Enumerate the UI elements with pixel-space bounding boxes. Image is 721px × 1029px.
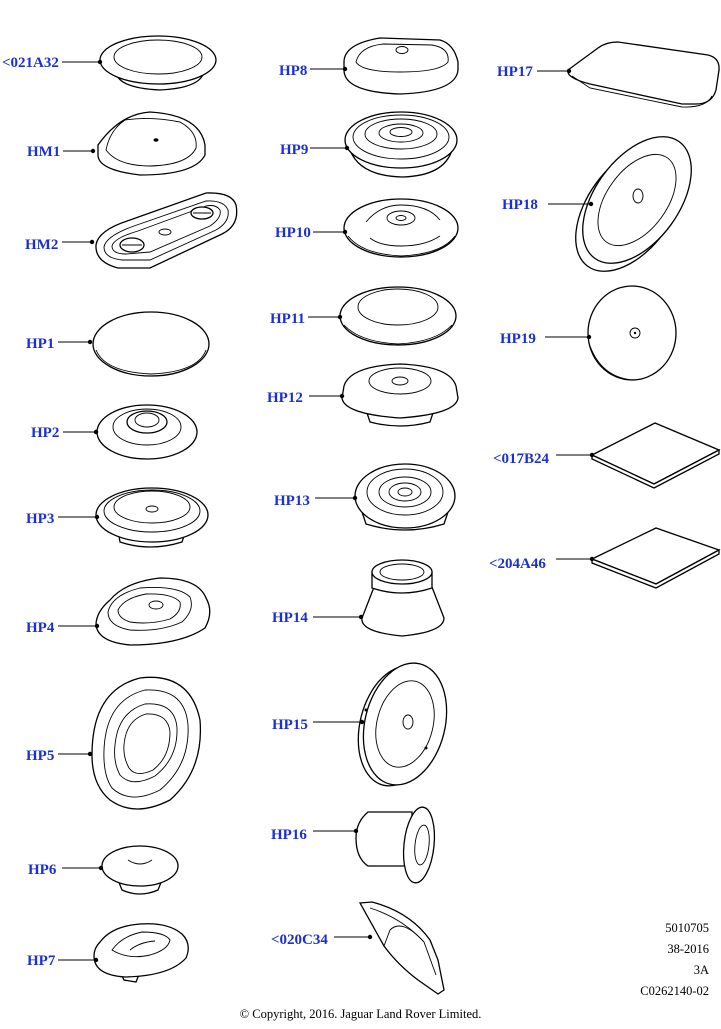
label-HP4[interactable]: HP4 <box>26 620 55 636</box>
label-HP11[interactable]: HP11 <box>270 311 306 327</box>
label-204A46[interactable]: <204A46 <box>489 556 546 572</box>
part-HP8-drawing <box>310 37 459 95</box>
part-HP12-drawing <box>309 363 459 427</box>
part-HP13-drawing <box>315 463 456 531</box>
label-HP10[interactable]: HP10 <box>275 225 311 241</box>
drawing-number: 5010705 <box>665 921 709 935</box>
part-HP6-drawing <box>62 845 179 895</box>
part-HP16-drawing <box>313 806 436 884</box>
part-HP7-drawing <box>58 923 189 983</box>
label-HP1[interactable]: HP1 <box>26 336 55 352</box>
label-HP5[interactable]: HP5 <box>26 748 55 764</box>
part-HP19-drawing <box>545 285 677 381</box>
label-017B24[interactable]: <017B24 <box>493 451 550 467</box>
part-HP2-drawing <box>63 404 198 460</box>
label-HP14[interactable]: HP14 <box>272 610 308 626</box>
label-020C34[interactable]: <020C34 <box>271 932 328 948</box>
label-HP2[interactable]: HP2 <box>31 425 60 441</box>
part-HM1-drawing <box>63 111 206 176</box>
label-HP16[interactable]: HP16 <box>271 827 307 843</box>
label-HM2[interactable]: HM2 <box>25 237 59 253</box>
part-HP4-drawing <box>58 577 211 646</box>
label-HP12[interactable]: HP12 <box>267 390 303 406</box>
label-HP18[interactable]: HP18 <box>502 197 538 213</box>
part-HM2-drawing <box>62 192 238 269</box>
part-HP15-drawing <box>313 662 448 787</box>
label-HP17[interactable]: HP17 <box>497 64 533 80</box>
part-HP10-drawing <box>313 198 459 258</box>
part-204A46-drawing <box>556 527 721 589</box>
label-HP15[interactable]: HP15 <box>272 717 308 733</box>
part-020C34-drawing <box>334 901 445 995</box>
label-HP13[interactable]: HP13 <box>274 493 310 509</box>
part-HP3-drawing <box>58 487 209 548</box>
label-HM1[interactable]: HM1 <box>27 144 61 160</box>
drawing-reference: C0262140-02 <box>640 984 709 998</box>
label-HP8[interactable]: HP8 <box>279 63 308 79</box>
part-HP9-drawing <box>310 111 458 178</box>
drawing-group: 3A <box>693 963 709 977</box>
part-HP18-drawing <box>548 136 692 272</box>
label-HP6[interactable]: HP6 <box>28 862 57 878</box>
label-HP7[interactable]: HP7 <box>27 953 56 969</box>
copyright-notice: © Copyright, 2016. Jaguar Land Rover Lim… <box>239 1007 482 1021</box>
part-HP1-drawing <box>58 311 210 377</box>
part-HP14-drawing <box>313 559 445 637</box>
part-HP5-drawing <box>58 676 202 810</box>
drawing-date-code: 38-2016 <box>667 942 709 956</box>
label-HP9[interactable]: HP9 <box>280 142 309 158</box>
label-021A32[interactable]: <021A32 <box>2 55 59 71</box>
part-017B24-drawing <box>556 422 721 489</box>
part-HP11-drawing <box>308 286 457 346</box>
part-HP17-drawing <box>537 41 720 108</box>
label-HP3[interactable]: HP3 <box>26 511 55 527</box>
part-021A32-drawing <box>62 35 217 91</box>
label-HP19[interactable]: HP19 <box>500 331 536 347</box>
